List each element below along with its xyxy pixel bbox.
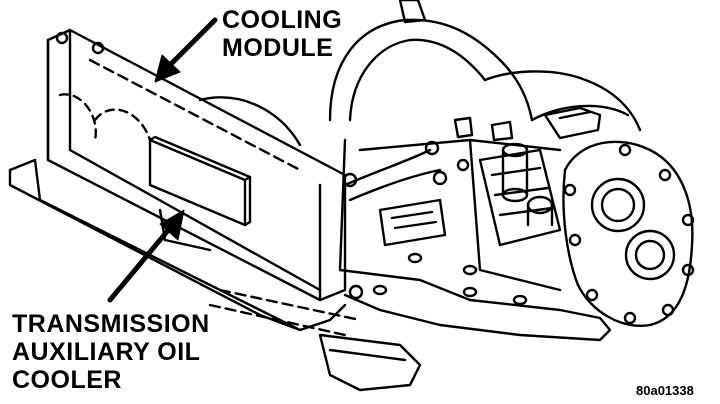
transmission-housing <box>328 0 642 342</box>
figure-code: 80a01338 <box>636 383 694 398</box>
transmission-side-cover <box>562 140 695 327</box>
cooling-module-label-line1: COOLING <box>222 6 343 34</box>
cooling-module-arrow <box>167 17 218 68</box>
cooling-module-label-line2: MODULE <box>222 34 334 62</box>
cooling-module-arrowhead <box>154 54 181 83</box>
aux-cooler-label-line1: TRANSMISSION <box>12 310 210 338</box>
oil-cooler-arrow <box>107 225 173 303</box>
aux-cooler-label-line2: AUXILIARY OIL <box>12 338 201 366</box>
cooling-module-radiator <box>8 28 422 392</box>
oil-cooler-arrowhead <box>159 209 185 241</box>
aux-cooler-label-line3: COOLER <box>12 366 122 394</box>
auxiliary-oil-cooler <box>148 135 252 227</box>
leader-arrows <box>107 17 218 303</box>
